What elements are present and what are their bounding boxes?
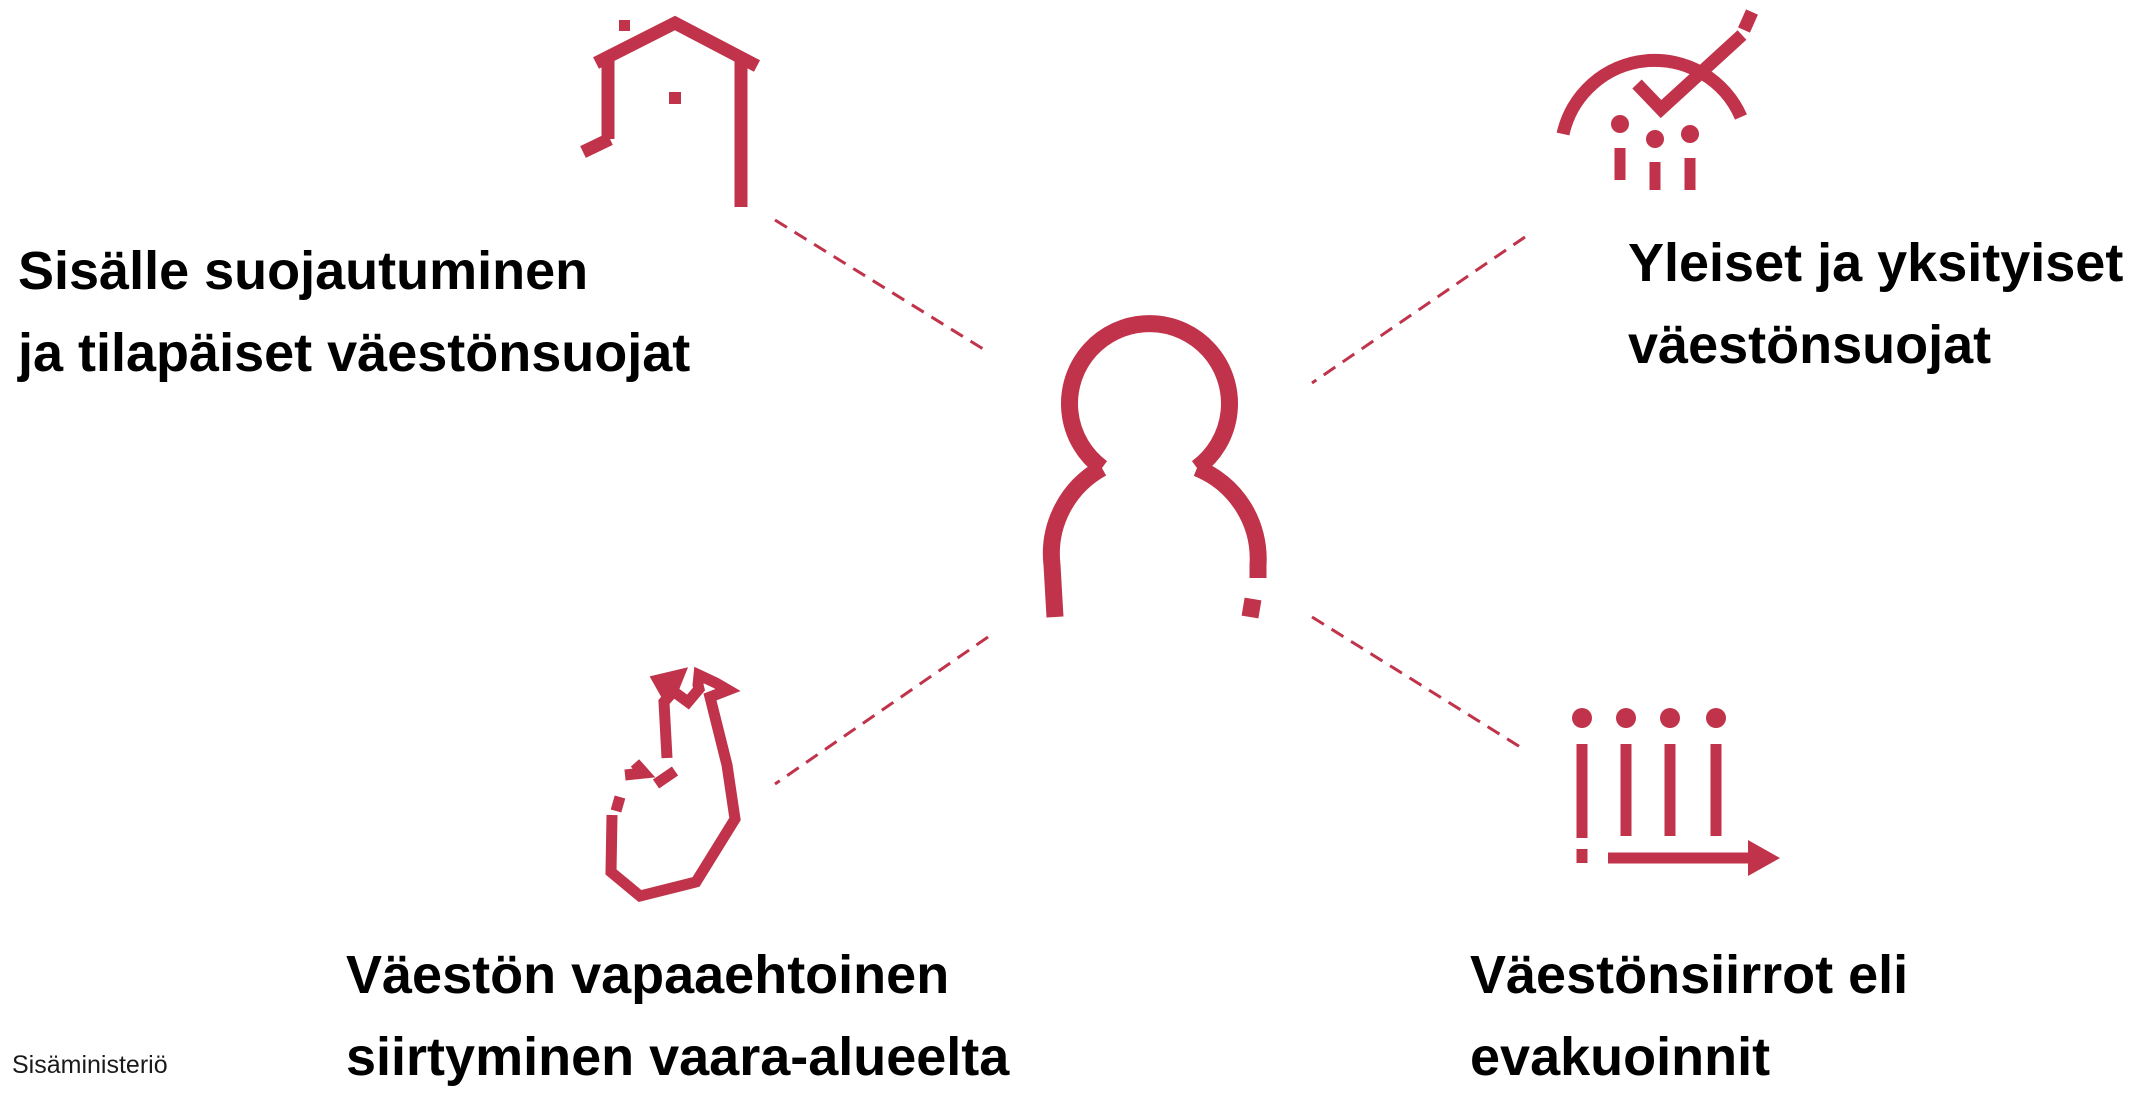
footer-organization: Sisäministeriö [12,1051,168,1079]
label-evacuations: Väestönsiirrot eli evakuoinnit [1470,934,1908,1098]
label-line: Väestönsiirrot eli [1470,945,1909,1005]
label-voluntary-relocation: Väestön vapaaehtoinen siirtyminen vaara-… [346,934,1009,1098]
label-line: Sisälle suojautuminen [18,241,589,301]
connector-bottom-left [774,635,989,786]
label-line: Yleiset ja yksityiset [1628,233,2124,293]
label-line: Väestön vapaaehtoinen [346,945,950,1005]
label-indoor-sheltering: Sisälle suojautuminen ja tilapäiset väes… [18,230,690,394]
finland-map-icon [605,666,741,903]
connector-bottom-right [1311,615,1526,752]
label-public-private-shelters: Yleiset ja yksityiset väestönsuojat [1628,222,2123,386]
label-line: väestönsuojat [1628,315,1992,375]
connector-top-right [1311,235,1526,385]
label-line: siirtyminen vaara-alueelta [346,1027,1010,1087]
connector-top-left [774,218,989,354]
house-icon [580,15,761,207]
label-line: ja tilapäiset väestönsuojat [18,323,691,383]
evacuation-arrow-icon [1572,708,1780,876]
label-line: evakuoinnit [1470,1027,1771,1087]
shelter-check-icon [1556,9,1758,190]
person-icon [1042,315,1267,619]
